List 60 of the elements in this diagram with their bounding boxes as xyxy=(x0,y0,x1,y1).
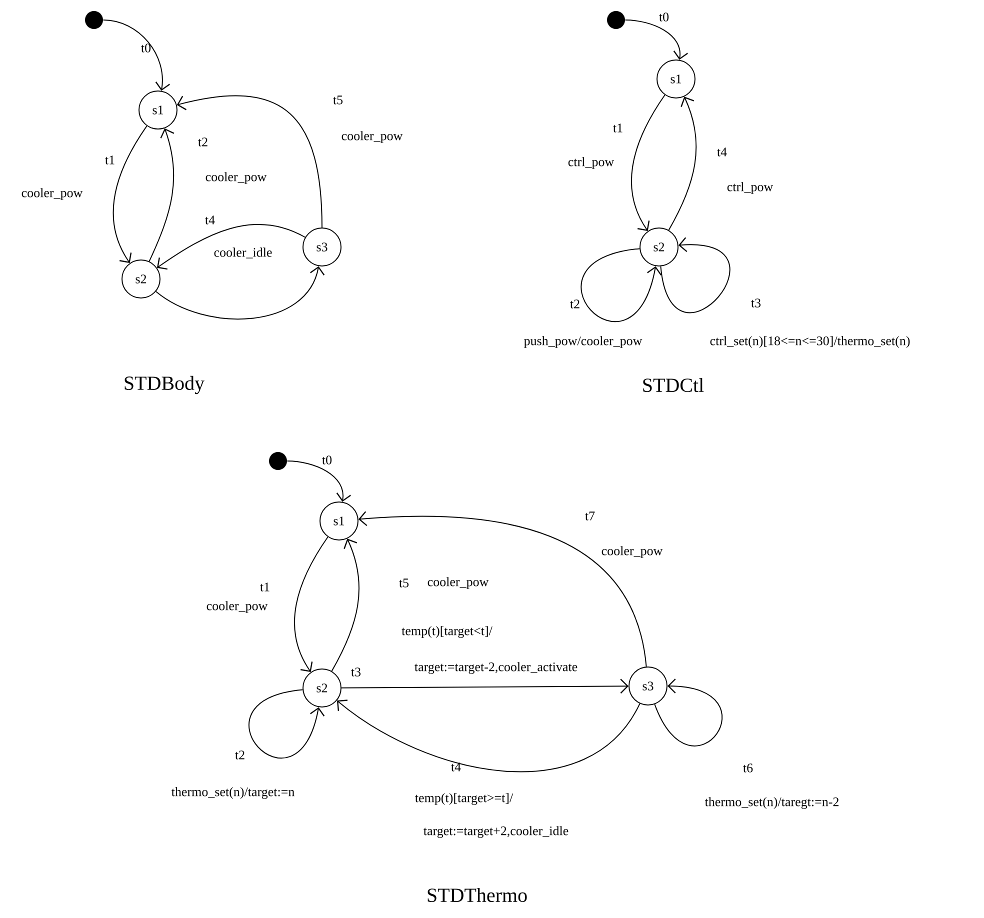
initial-state-dot xyxy=(607,11,625,29)
event-label: temp(t)[target<t]/ xyxy=(402,626,492,638)
event-label: thermo_set(n)/target:=n xyxy=(171,787,294,799)
transition-label: t1 xyxy=(105,156,114,164)
event-label: ctrl_pow xyxy=(727,182,774,194)
event-label: cooler_pow xyxy=(22,188,83,200)
transition-label: t1 xyxy=(260,582,270,592)
diagram-caption: STDBody xyxy=(124,376,204,394)
transition-arrow xyxy=(631,94,666,232)
transition-arrow xyxy=(102,20,170,91)
transition-arrow xyxy=(294,536,328,672)
transition-arrow xyxy=(112,125,148,264)
event-label: ctrl_set(n)[18<=n<=30]/thermo_set(n) xyxy=(710,336,910,348)
transition-label: t2 xyxy=(570,300,580,308)
transition-arrow xyxy=(358,511,647,668)
transition-arrow xyxy=(660,237,730,313)
initial-state-dot xyxy=(269,452,287,470)
transition-arrow xyxy=(654,678,722,746)
transition-label: t6 xyxy=(743,764,753,772)
transition-arrow xyxy=(148,128,174,262)
transition-arrow xyxy=(331,538,360,672)
transition-label: t5 xyxy=(333,96,343,104)
transition-label: t3 xyxy=(751,298,761,308)
transition-label: t7 xyxy=(585,512,595,520)
transition-label: t0 xyxy=(322,456,332,464)
transition-arrow xyxy=(341,678,629,694)
transition-label: t4 xyxy=(451,762,461,772)
transition-arrow xyxy=(176,96,322,228)
transition-arrow xyxy=(624,20,688,60)
transition-arrow xyxy=(156,224,306,270)
event-label: target:=target+2,cooler_idle xyxy=(424,826,568,838)
transition-arrow xyxy=(336,700,640,772)
event-label: thermo_set(n)/taregt:=n-2 xyxy=(704,797,839,809)
initial-state-dot xyxy=(85,11,103,29)
transition-arrow xyxy=(668,96,697,231)
event-label: cooler_pow xyxy=(602,546,663,558)
transition-label: t4 xyxy=(205,216,215,224)
diagram-caption: STDThermo xyxy=(428,888,527,902)
transition-label: t1 xyxy=(613,124,622,132)
transition-label: t2 xyxy=(198,138,208,146)
event-label: target:=target-2,cooler_activate xyxy=(414,662,578,674)
event-label: cooler_idle xyxy=(214,248,272,258)
transition-arrow xyxy=(248,689,325,758)
transition-label: t5 xyxy=(399,578,409,588)
transition-arrow xyxy=(580,248,662,322)
event-label: temp(t)[target>=t]/ xyxy=(415,793,514,805)
diagram-caption: STDCtl xyxy=(643,378,704,392)
event-label: cooler_pow xyxy=(428,577,489,589)
transition-label: t3 xyxy=(351,668,361,676)
event-label: cooler_pow xyxy=(206,172,267,184)
transition-arrow xyxy=(155,266,325,320)
event-label: cooler_pow xyxy=(342,131,403,143)
transition-label: t0 xyxy=(141,44,151,52)
event-label: ctrl_pow xyxy=(568,157,614,169)
event-label: cooler_pow xyxy=(206,601,268,613)
transition-label: t0 xyxy=(659,12,669,22)
transition-label: t4 xyxy=(717,148,727,156)
event-label: push_pow/cooler_pow xyxy=(524,336,642,348)
transition-label: t2 xyxy=(235,750,244,760)
transition-arrow xyxy=(286,460,351,502)
